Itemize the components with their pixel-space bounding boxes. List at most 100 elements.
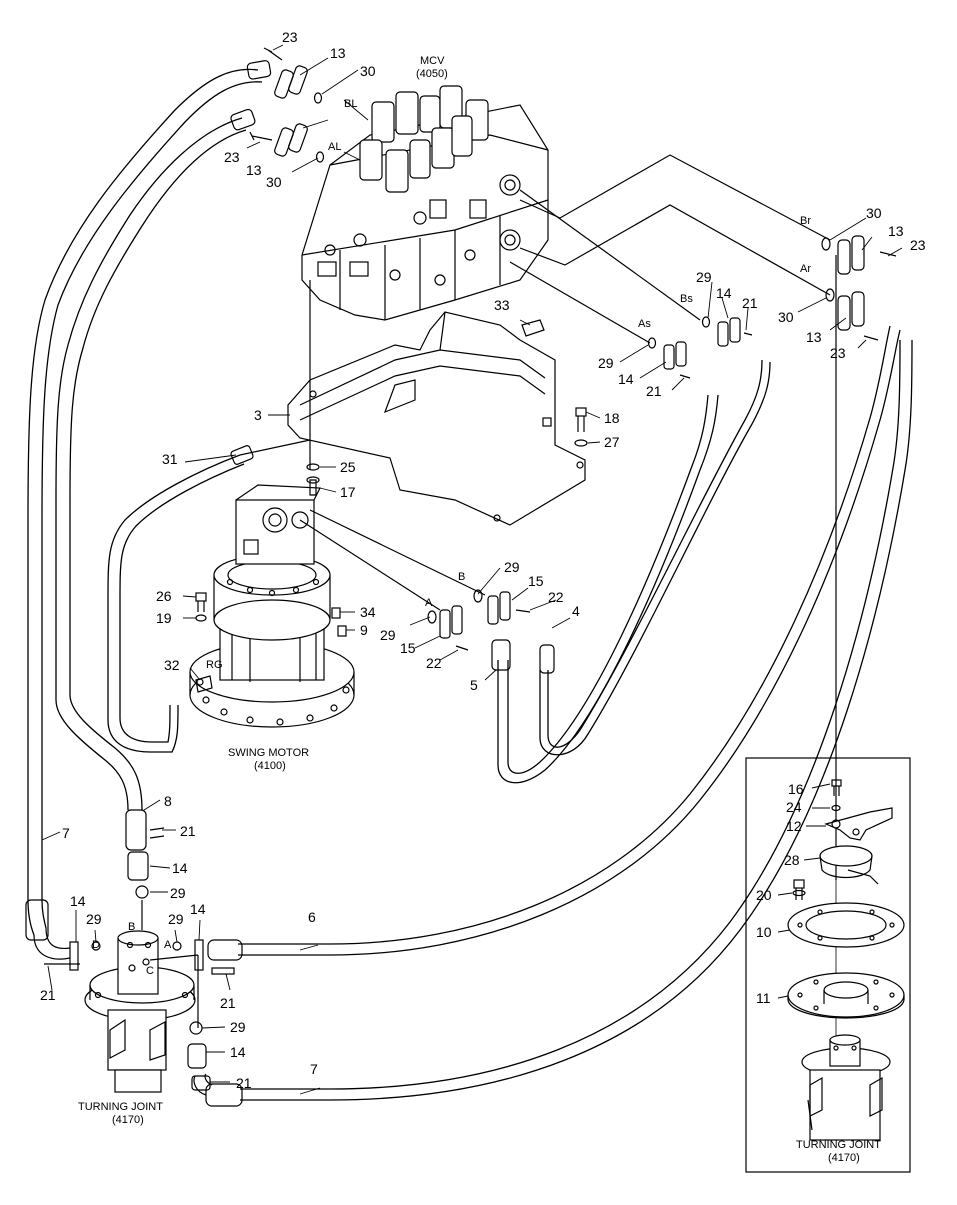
callout-6: 6	[308, 909, 316, 925]
swing-motor-assembly	[189, 484, 355, 728]
hose-7-lower-inner	[240, 339, 901, 1090]
detail-callouts: 16 24 12 28 20 10 11 TURNING JOINT (4170…	[756, 781, 881, 1164]
callout-16: 16	[788, 781, 804, 797]
caption-turning-joint-code: (4170)	[112, 1114, 144, 1126]
callout-29g: 29	[168, 911, 184, 927]
callout-13d: 13	[806, 329, 822, 345]
hose-8-inner	[69, 129, 247, 811]
callout-27: 27	[604, 434, 620, 450]
callout-23c: 23	[910, 237, 926, 253]
port-b-motor: B	[458, 571, 465, 583]
hose-6-inner	[238, 325, 891, 945]
callout-29e: 29	[170, 885, 186, 901]
callout-21b: 21	[646, 383, 662, 399]
hose-31-inner	[119, 463, 245, 743]
callout-23b: 23	[224, 149, 240, 165]
hose-7-upper	[27, 68, 259, 936]
port-br: Br	[800, 215, 811, 227]
callout-14f: 14	[230, 1044, 246, 1060]
callout-18: 18	[604, 410, 620, 426]
port-tj-c: C	[146, 965, 154, 977]
elbow-tj-left	[33, 927, 71, 960]
callout-8: 8	[164, 793, 172, 809]
turning-joint-detail-inset	[745, 757, 911, 1173]
callout-23d: 23	[830, 345, 846, 361]
callout-29d: 29	[380, 627, 396, 643]
port-al: AL	[328, 141, 341, 153]
callout-7b: 7	[310, 1061, 318, 1077]
hose-fittings	[25, 60, 555, 1107]
caption-turning-joint: TURNING JOINT	[78, 1101, 163, 1113]
callout-34: 34	[360, 604, 376, 620]
hose-5-inner	[507, 394, 709, 774]
callout-22a: 22	[548, 589, 564, 605]
hoses	[27, 68, 913, 1101]
fitting-6-left	[207, 939, 243, 961]
port-tj-d: D	[92, 939, 100, 951]
callout-30c: 30	[866, 205, 882, 221]
callout-21e: 21	[220, 995, 236, 1011]
fitting-4-top	[539, 644, 555, 674]
callout-22b: 22	[426, 655, 442, 671]
callout-10: 10	[756, 924, 772, 940]
callout-29a: 29	[696, 269, 712, 285]
callout-30d: 30	[778, 309, 794, 325]
fitting-8-bottom	[125, 809, 147, 851]
port-bl: BL	[344, 98, 357, 110]
swing-motor-flange-holes	[196, 578, 350, 726]
callout-33: 33	[494, 297, 510, 313]
hose-31	[107, 454, 241, 753]
fitting-31-top	[230, 445, 254, 465]
callout-leaders	[41, 44, 903, 1095]
callout-32: 32	[164, 657, 180, 673]
caption-swing-motor-code: (4100)	[254, 760, 286, 772]
callout-14c: 14	[172, 860, 188, 876]
component-captions: MCV (4050) SWING MOTOR (4100) TURNING JO…	[78, 55, 448, 1126]
callout-21a: 21	[742, 295, 758, 311]
callout-14b: 14	[618, 371, 634, 387]
callout-17: 17	[340, 484, 356, 500]
hose-4	[547, 359, 763, 748]
port-bs: Bs	[680, 293, 693, 305]
callout-14e: 14	[190, 901, 206, 917]
callout-30b: 30	[266, 174, 282, 190]
port-ar: Ar	[800, 263, 811, 275]
callout-20: 20	[756, 887, 772, 903]
turning-joint-assembly	[84, 930, 196, 1093]
clamps-and-seals	[44, 47, 897, 1091]
callout-13c: 13	[888, 223, 904, 239]
fitting-7-top	[246, 60, 272, 80]
fitting-8-top	[230, 108, 256, 131]
hose-4-inner	[539, 361, 771, 756]
callout-29c: 29	[504, 559, 520, 575]
callout-23a: 23	[282, 29, 298, 45]
port-a-motor: A	[425, 597, 433, 609]
pipe-routing-lines	[141, 154, 837, 1028]
mcv-bracket	[287, 311, 586, 526]
caption-mcv: MCV	[420, 55, 445, 67]
port-rg: RG	[206, 659, 223, 671]
caption-swing-motor: SWING MOTOR	[228, 747, 309, 759]
callout-4: 4	[572, 603, 580, 619]
detail-frame	[745, 757, 911, 1173]
callout-31: 31	[162, 451, 178, 467]
callout-21c: 21	[180, 823, 196, 839]
callout-29h: 29	[230, 1019, 246, 1035]
caption-mcv-code: (4050)	[416, 68, 448, 80]
port-labels: BL AL Br Ar Bs As B A RG B D A C	[92, 98, 811, 977]
fitting-5-top	[491, 639, 511, 671]
port-tj-b: B	[128, 921, 135, 933]
hose-5	[497, 394, 719, 784]
callout-25: 25	[340, 459, 356, 475]
caption-turning-joint-detail-code: (4170)	[828, 1152, 860, 1164]
callout-numbers: 23 13 30 23 13 30 30 13 23 30 13 23 29 1…	[40, 29, 926, 1091]
callout-28: 28	[784, 852, 800, 868]
bracket-bolt-hole-2	[576, 461, 584, 469]
hose-8-outer	[55, 117, 243, 811]
callout-26: 26	[156, 588, 172, 604]
callout-11: 11	[756, 990, 771, 1006]
callout-5: 5	[470, 677, 478, 693]
callout-9: 9	[360, 622, 368, 638]
